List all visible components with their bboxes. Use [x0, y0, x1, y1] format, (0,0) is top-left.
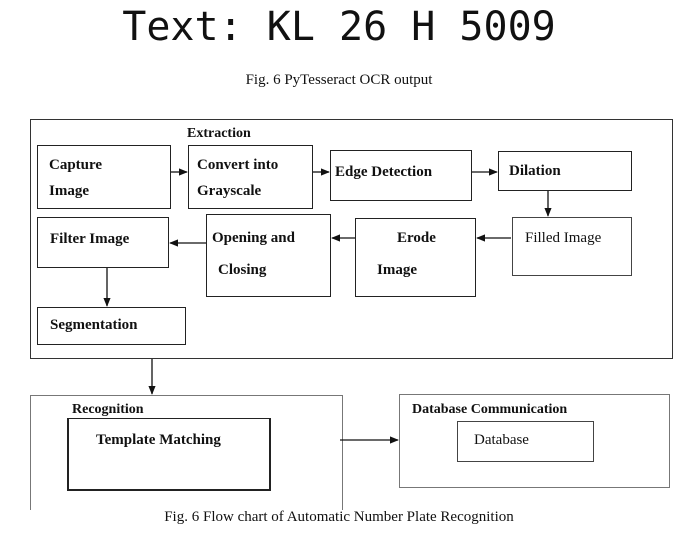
opening-line2: Closing: [218, 262, 267, 278]
erode-line1: Erode: [397, 230, 436, 246]
filter-image-label: Filter Image: [50, 231, 130, 247]
database-comm-label: Database Communication: [412, 402, 568, 417]
fig-top-caption: Fig. 6 PyTesseract OCR output: [245, 72, 433, 88]
dilation-box: Dilation: [498, 151, 632, 191]
template-matching-box: Template Matching: [67, 418, 271, 491]
grayscale-line2: Grayscale: [197, 183, 262, 199]
fig-bottom-caption: Fig. 6 Flow chart of Automatic Number Pl…: [164, 509, 514, 525]
dilation-label: Dilation: [509, 163, 561, 179]
opening-closing-box: Opening and Closing: [206, 214, 331, 297]
filled-image-box: Filled Image: [512, 217, 632, 276]
erode-line2: Image: [377, 262, 417, 278]
recognition-label: Recognition: [72, 402, 144, 417]
capture-image-box: Capture Image: [37, 145, 171, 209]
erode-image-box: Erode Image: [355, 218, 476, 297]
extraction-frame: [30, 119, 673, 359]
filled-image-label: Filled Image: [525, 230, 602, 246]
database-comm-frame: [399, 394, 670, 488]
segmentation-box: Segmentation: [37, 307, 186, 345]
segmentation-label: Segmentation: [50, 317, 138, 333]
template-matching-label: Template Matching: [96, 432, 221, 448]
filter-image-box: Filter Image: [37, 217, 169, 268]
edge-detection-box: Edge Detection: [330, 150, 472, 201]
grayscale-line1: Convert into: [197, 157, 279, 173]
grayscale-box: Convert into Grayscale: [188, 145, 313, 209]
database-box: Database: [457, 421, 594, 462]
capture-line1: Capture: [49, 157, 103, 173]
ocr-output-text: Text: KL 26 H 5009: [122, 4, 556, 50]
extraction-label: Extraction: [187, 126, 251, 141]
recognition-frame: [30, 395, 343, 510]
edge-detection-label: Edge Detection: [335, 164, 433, 180]
database-label: Database: [474, 432, 529, 448]
opening-line1: Opening and: [212, 230, 295, 246]
capture-line2: Image: [49, 183, 89, 199]
